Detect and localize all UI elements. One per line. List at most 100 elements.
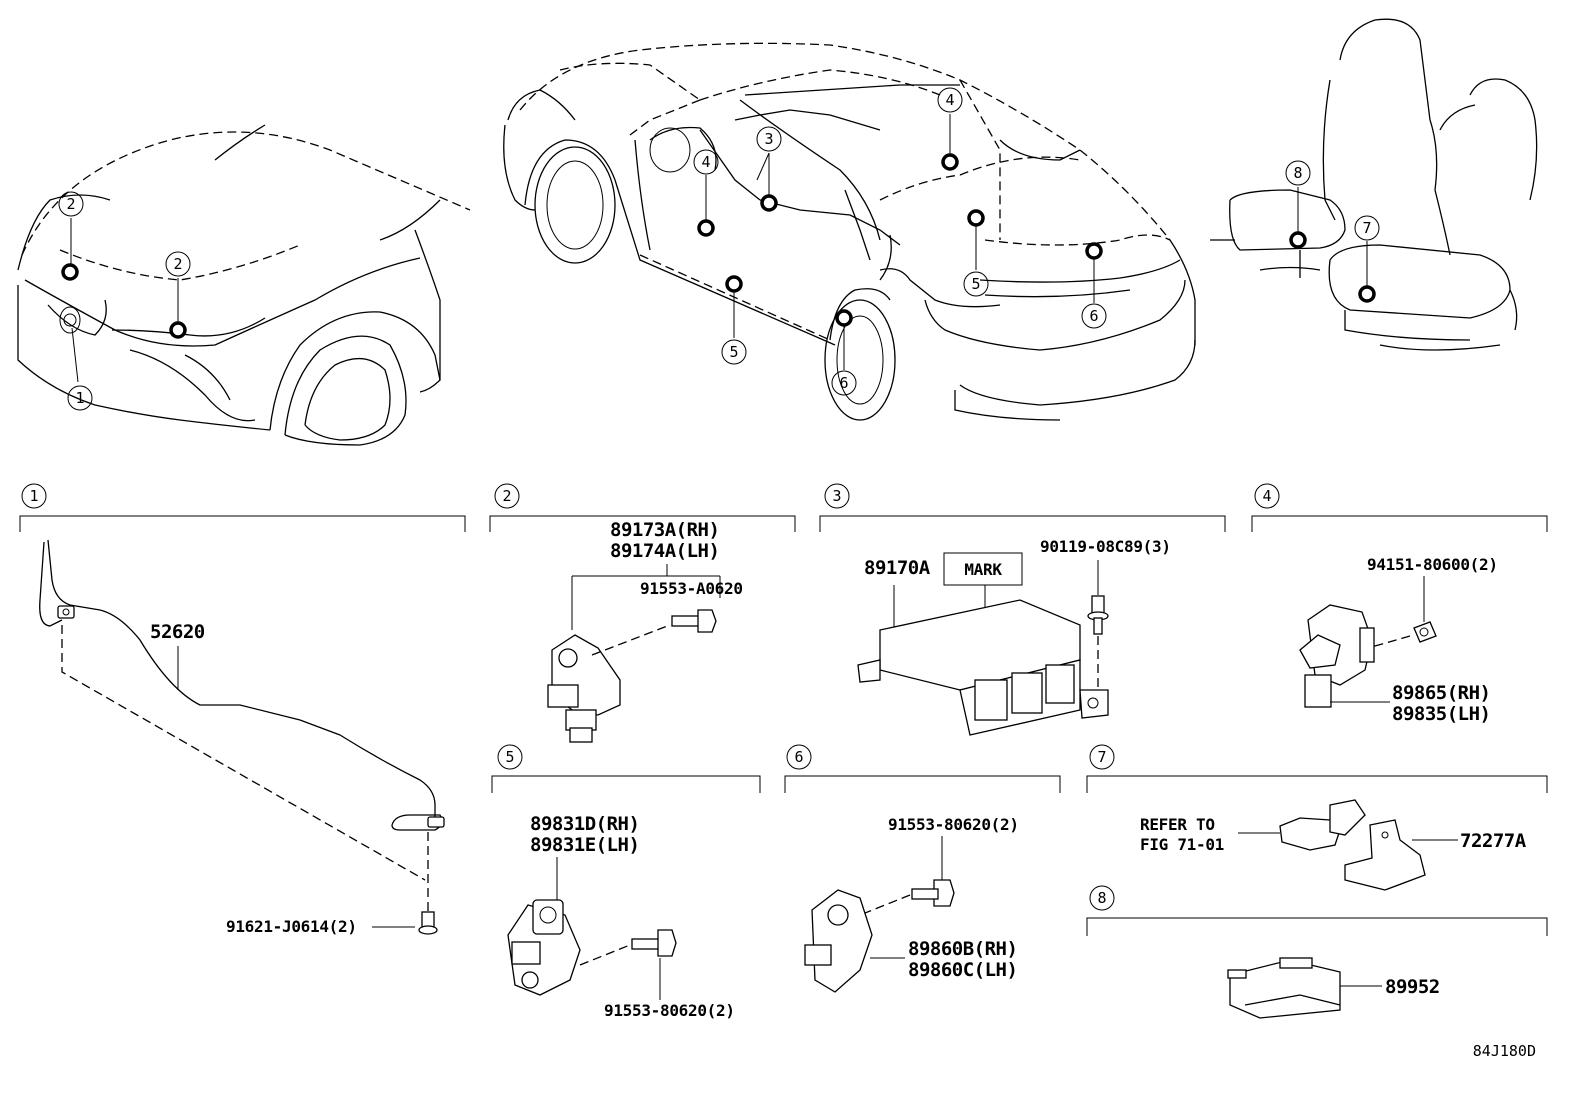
part-number-52620: 52620	[150, 621, 205, 643]
svg-text:2: 2	[66, 195, 75, 213]
part-number-91553-a0620: 91553-A0620	[640, 579, 743, 598]
section-6-number: 6	[794, 748, 803, 766]
sensor-location-dot-icon	[169, 321, 187, 339]
circled-number-icon	[756, 126, 782, 152]
svg-text:5: 5	[729, 343, 738, 361]
section-5-number: 5	[505, 748, 514, 766]
section-7-number: 7	[1097, 748, 1106, 766]
svg-text:6: 6	[839, 374, 848, 392]
circled-number-icon	[831, 370, 857, 396]
section-7-bracket	[1086, 775, 1548, 793]
svg-text:8: 8	[1293, 164, 1302, 182]
circled-number-icon	[494, 483, 520, 509]
section-8-occupant-sensor: 8 89952	[1086, 885, 1548, 1019]
front-callout-2a: 2	[58, 191, 84, 217]
bolt-icon	[631, 929, 677, 957]
section-1-number: 1	[29, 487, 38, 505]
vehicle-callout-6a: 6	[831, 370, 857, 396]
circled-number-icon	[1089, 885, 1115, 911]
vehicle-illustration: 4 3 4 5 5 6 6	[503, 42, 1196, 421]
sensor-location-dot-icon	[1289, 231, 1307, 249]
section-8-bracket	[1086, 917, 1548, 936]
sensor-location-dot-icon	[725, 275, 743, 293]
svg-text:1: 1	[75, 389, 84, 407]
sensor-part-icon	[1299, 604, 1375, 708]
section-2-bracket	[489, 515, 796, 532]
part-number-91553-80620-s6: 91553-80620(2)	[888, 815, 1019, 834]
seat-callout-8: 8	[1285, 160, 1311, 186]
circled-number-icon	[21, 483, 47, 509]
circled-number-icon	[1354, 215, 1380, 241]
sensor-part-icon	[507, 899, 581, 996]
seats-illustration: 8 7	[1210, 18, 1538, 351]
svg-text:2: 2	[173, 255, 182, 273]
section-5-side-sensor: 5 89831D(RH) 89831E(LH) 91553-80620(2)	[491, 744, 761, 1020]
vehicle-callout-5a: 5	[963, 271, 989, 297]
sensor-location-dot-icon	[697, 219, 715, 237]
bolt-icon	[911, 879, 955, 907]
front-vehicle-illustration: 2 2 1	[17, 124, 471, 446]
part-number-72277a: 72277A	[1460, 830, 1527, 852]
part-number-90119-08c89: 90119-08C89(3)	[1040, 537, 1171, 556]
part-number-89952: 89952	[1385, 976, 1440, 998]
part-number-89860c-lh: 89860C(LH)	[908, 959, 1017, 981]
circled-number-icon	[824, 483, 850, 509]
part-number-89173a-rh: 89173A(RH)	[610, 519, 719, 541]
mark-label-box	[943, 552, 1023, 586]
part-number-89174a-lh: 89174A(LH)	[610, 540, 719, 562]
section-2-number: 2	[502, 487, 511, 505]
section-8-number: 8	[1097, 889, 1106, 907]
circled-number-icon	[963, 271, 989, 297]
circled-number-icon	[786, 744, 812, 770]
circled-number-icon	[1089, 744, 1115, 770]
sensor-location-dot-icon	[1358, 285, 1376, 303]
svg-text:4: 4	[945, 91, 954, 109]
ecu-module-icon	[1227, 957, 1341, 1019]
svg-text:6: 6	[1089, 307, 1098, 325]
part-number-89865-rh: 89865(RH)	[1392, 682, 1490, 704]
part-number-89170a: 89170A	[864, 557, 931, 579]
ecu-module-icon	[857, 599, 1109, 736]
circled-number-icon	[67, 385, 93, 411]
part-number-89835-lh: 89835(LH)	[1392, 703, 1490, 725]
vehicle-callout-4a: 4	[693, 149, 719, 175]
circled-number-icon	[1081, 303, 1107, 329]
bolt-icon	[418, 911, 438, 935]
section-4-side-airbag-sensor: 4 94151-80600(2) 89865(RH) 89835(LH)	[1251, 483, 1548, 725]
sensor-location-dot-icon	[61, 263, 79, 281]
circled-number-icon	[693, 149, 719, 175]
svg-text:7: 7	[1362, 219, 1371, 237]
circled-number-icon	[1254, 483, 1280, 509]
circled-number-icon	[721, 339, 747, 365]
sensor-location-dot-icon	[1085, 242, 1103, 260]
part-number-91621-j0614: 91621-J0614(2)	[226, 917, 357, 936]
part-number-91553-80620-s5: 91553-80620(2)	[604, 1001, 735, 1020]
sensor-location-dot-icon	[760, 194, 778, 212]
section-6-rear-sensor: 6 91553-80620(2) 89860B(RH) 89860C(LH)	[784, 744, 1061, 993]
svg-text:4: 4	[701, 153, 710, 171]
part-number-89860b-rh: 89860B(RH)	[908, 938, 1017, 960]
bolt-icon	[671, 609, 717, 633]
diagram-code: 84J180D	[1473, 1042, 1536, 1060]
nut-icon	[1413, 621, 1437, 643]
circled-number-icon	[58, 191, 84, 217]
svg-text:5: 5	[971, 275, 980, 293]
section-1-front-sensor-harness: 1 52620 91621-J0614(2)	[19, 483, 466, 936]
sensor-part-icon	[804, 889, 873, 993]
circled-number-icon	[937, 87, 963, 113]
section-1-bracket	[19, 515, 466, 532]
bolt-icon	[1087, 595, 1109, 635]
front-callout-1: 1	[67, 385, 93, 411]
seat-callout-7: 7	[1354, 215, 1380, 241]
svg-text:3: 3	[764, 130, 773, 148]
refer-to-label: REFER TO	[1140, 815, 1215, 834]
section-4-number: 4	[1262, 487, 1271, 505]
refer-fig-label: FIG 71-01	[1140, 835, 1224, 854]
part-number-89831d-rh: 89831D(RH)	[530, 813, 639, 835]
section-3-number: 3	[832, 487, 841, 505]
section-3-airbag-ecu: 3 89170A MARK 90119-08C89(3)	[819, 483, 1226, 736]
sensor-location-dot-icon	[967, 209, 985, 227]
front-callout-2b: 2	[165, 251, 191, 277]
circled-number-icon	[165, 251, 191, 277]
bracket-part-icon	[1344, 819, 1426, 891]
